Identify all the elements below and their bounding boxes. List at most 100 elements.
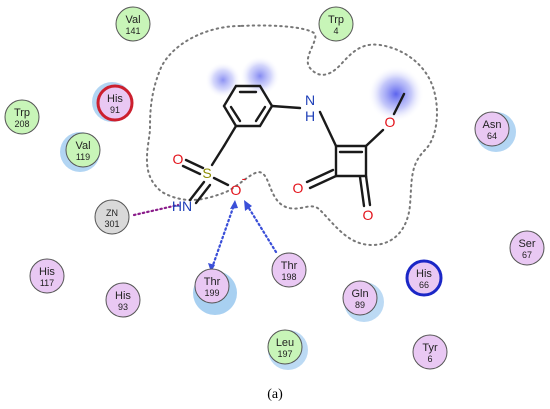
- residue-number: 208: [14, 119, 29, 129]
- bond-carbonyl-2a: [364, 174, 372, 207]
- glow-ring-b: [240, 56, 280, 96]
- residue-name: His: [107, 93, 123, 105]
- bond-squarate-o: [364, 128, 385, 148]
- benzene-inner-3: [229, 105, 242, 123]
- binding-pocket-outline: [145, 24, 438, 247]
- benzene-ring: [222, 84, 274, 128]
- residue-name: Val: [75, 140, 90, 152]
- residue-circle: [194, 268, 230, 304]
- residue-name: Gln: [351, 288, 368, 300]
- residue-name: His: [416, 268, 432, 280]
- residue-circle: [342, 280, 378, 316]
- residue-circle: [509, 230, 545, 266]
- residue-name: Trp: [14, 107, 30, 119]
- glow-ring-a: [205, 62, 241, 98]
- residue-name: Thr: [281, 260, 298, 272]
- ligand-atoms: N H O O O S O O - HN: [172, 92, 396, 223]
- hbond-thr199-arrow-bottom: [208, 263, 215, 272]
- bond-ring-nh: [270, 104, 302, 110]
- residue-number: 67: [522, 250, 532, 260]
- atom-o-carbonyl-2: O: [363, 207, 374, 223]
- residue-number: 66: [419, 280, 429, 290]
- glow-methoxy: [368, 66, 424, 122]
- bond-o-methyl: [392, 92, 406, 116]
- residue-number: 199: [204, 288, 219, 298]
- residue-circle: [94, 199, 130, 235]
- residue-number: 64: [487, 131, 497, 141]
- hbond-thr199-arrow-top: [230, 200, 238, 209]
- atom-n-amine: N: [305, 92, 315, 108]
- residue-number: 89: [355, 300, 365, 310]
- bond-s-nb: [194, 183, 212, 205]
- figure-caption: (a): [267, 387, 283, 402]
- residue-name: Thr: [204, 276, 221, 288]
- residue-number: 301: [104, 219, 119, 229]
- residue-number: 119: [76, 152, 90, 162]
- residue-circle: [105, 282, 141, 318]
- atom-o-sulfonyl-2: O: [231, 182, 242, 198]
- residue-number: 6: [427, 354, 432, 364]
- residue-circle: [271, 252, 307, 288]
- residue-circle: [96, 84, 134, 122]
- hbond-thr198-arrow: [244, 200, 252, 211]
- squarate-ring: [334, 144, 368, 178]
- residue-layer: Val141Trp4His91Trp208Val119Asn64ZN301Ser…: [4, 6, 545, 370]
- interaction-lines: [132, 200, 278, 272]
- residue-number: 93: [118, 302, 128, 312]
- residue-number: 141: [125, 26, 140, 36]
- bond-ring-s: [210, 144, 226, 167]
- residue-number: 198: [281, 272, 296, 282]
- residue-name: Tyr: [422, 342, 438, 354]
- residue-number: 4: [333, 26, 338, 36]
- atom-s-sulfonyl: S: [202, 165, 211, 181]
- residue-number: 197: [277, 349, 292, 359]
- hbond-thr198: [245, 203, 278, 254]
- residue-name: Ser: [518, 238, 535, 250]
- atom-o-sulfonyl-1: O: [173, 151, 184, 167]
- hbond-thr199: [210, 203, 236, 270]
- residue-name: His: [115, 290, 131, 302]
- residue-number: 91: [110, 105, 120, 115]
- residue-circle: [412, 334, 448, 370]
- bond-carbonyl-1a: [308, 174, 338, 190]
- bond-carbonyl-2b: [358, 175, 366, 208]
- atom-h-amine: H: [305, 108, 315, 124]
- bond-ring-s-link: [222, 124, 238, 148]
- bond-s-o1a: [184, 158, 205, 170]
- residue-number: 117: [40, 278, 54, 288]
- bond-s-o1b: [181, 164, 202, 176]
- residue-circle: [115, 6, 151, 42]
- residue-circle: [474, 111, 510, 147]
- bond-s-ominus: [212, 176, 230, 187]
- residue-circle: [405, 259, 443, 297]
- bond-nh-squarate: [318, 110, 338, 148]
- residue-circle: [65, 132, 101, 168]
- residue-halos: [60, 82, 516, 370]
- residue-circle: [318, 6, 354, 42]
- residue-circle: [29, 258, 65, 294]
- residue-name: His: [39, 266, 55, 278]
- atom-o-methoxy: O: [385, 114, 396, 130]
- atom-o-minus: -: [242, 170, 247, 186]
- atom-o-carbonyl-1: O: [293, 180, 304, 196]
- atom-hn-sulfonamide: HN: [172, 198, 192, 214]
- residue-circle: [4, 99, 40, 135]
- residue-name: ZN: [106, 208, 118, 218]
- benzene-inner-2: [254, 105, 267, 123]
